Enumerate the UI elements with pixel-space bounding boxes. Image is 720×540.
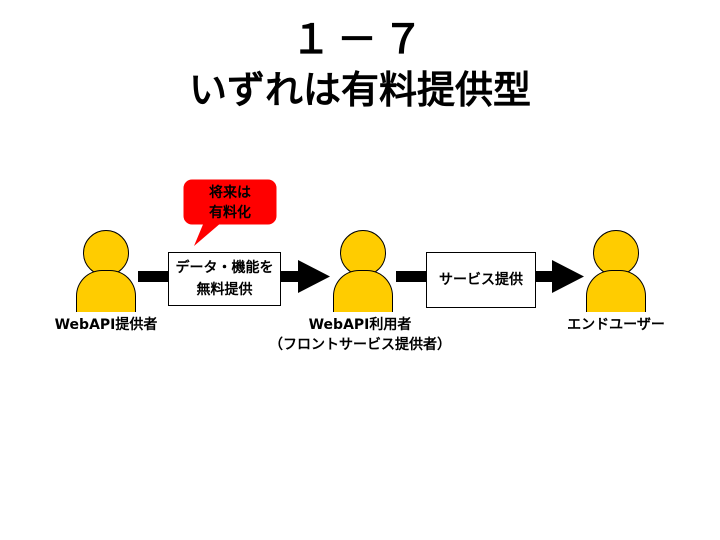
service-provision-box: サービス提供 xyxy=(426,252,536,308)
slide-title: いずれは有料提供型 xyxy=(188,68,531,112)
box1-line1: データ・機能を xyxy=(175,260,274,276)
api-user-person-icon xyxy=(333,230,393,312)
end-user-label: エンドユーザー xyxy=(567,317,665,333)
provider-person-icon xyxy=(76,230,136,312)
callout-text: 将来は 有料化 xyxy=(186,183,274,223)
box2-label: サービス提供 xyxy=(439,272,523,288)
api-user-label: WebAPI利用者 （フロントサービス提供者） xyxy=(260,315,460,355)
slide-title-number: １－７ xyxy=(291,17,429,63)
end-user-person-icon xyxy=(586,230,646,312)
free-provision-box: データ・機能を 無料提供 xyxy=(168,252,281,306)
arrow-provider-to-user xyxy=(138,260,330,293)
callout-bubble xyxy=(183,179,277,246)
api-user-line1: WebAPI利用者 xyxy=(308,317,412,333)
box1-line2: 無料提供 xyxy=(196,282,253,298)
arrow-user-to-enduser xyxy=(396,260,584,293)
api-user-line2: （フロントサービス提供者） xyxy=(269,337,451,353)
callout-line1: 将来は xyxy=(209,185,251,201)
callout-line2: 有料化 xyxy=(209,205,251,221)
provider-label: WebAPI提供者 xyxy=(54,317,158,333)
